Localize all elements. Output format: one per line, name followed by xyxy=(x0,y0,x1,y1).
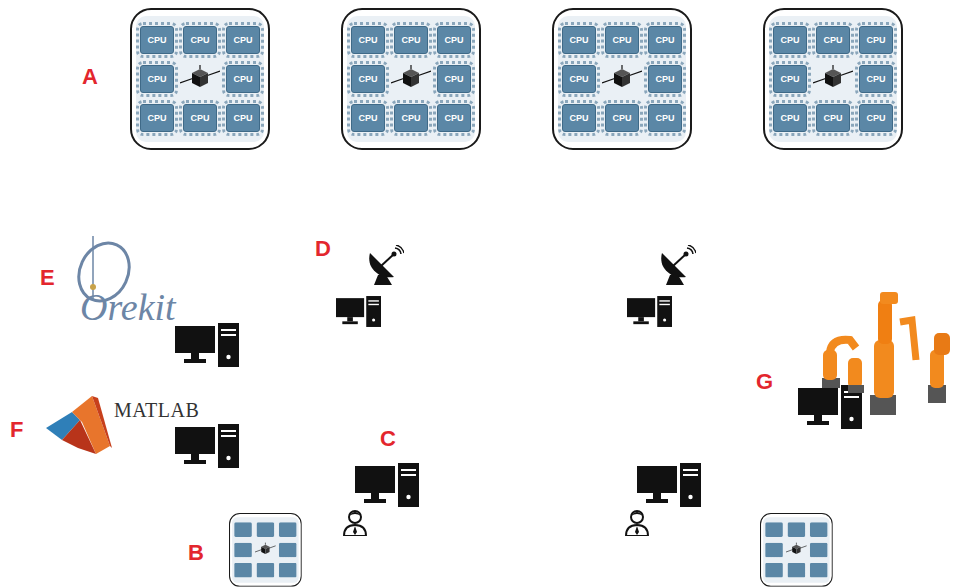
cpu-chip: CPU xyxy=(605,104,639,132)
callout-letter: D xyxy=(315,238,331,260)
chip-label: CPU xyxy=(655,74,674,84)
cpu-chip: CPU xyxy=(140,104,174,132)
cpu-chip: CPU xyxy=(351,65,385,93)
chip-label: CPU xyxy=(147,35,166,45)
cpu-chip: CPU xyxy=(773,65,807,93)
cpu-chip: CPU xyxy=(773,104,807,132)
cpu-chip: CPU xyxy=(816,26,850,54)
cpu-chip: CPU xyxy=(394,26,428,54)
chip-label: CPU xyxy=(401,35,420,45)
chip-label: CPU xyxy=(569,74,588,84)
chip-label: CPU xyxy=(569,35,588,45)
chip-label: CPU xyxy=(358,35,377,45)
chip-label: CPU xyxy=(401,113,420,123)
chip-label: CPU xyxy=(444,113,463,123)
cpu-chip: CPU xyxy=(605,26,639,54)
cpu-chip: CPU xyxy=(859,26,893,54)
chip-label: CPU xyxy=(358,74,377,84)
cpu-chip: CPU xyxy=(562,65,596,93)
cpu-chip: CPU xyxy=(648,65,682,93)
callout-letter: B xyxy=(188,542,204,564)
chip-label: CPU xyxy=(612,35,631,45)
cpu-chip: CPU xyxy=(183,26,217,54)
cpu-chip: CPU xyxy=(226,104,260,132)
chip-label: CPU xyxy=(147,74,166,84)
cpu-chip: CPU xyxy=(773,26,807,54)
chip-label: CPU xyxy=(823,113,842,123)
callout-letter: F xyxy=(10,419,23,441)
chip-label: CPU xyxy=(569,113,588,123)
cpu-chip: CPU xyxy=(351,104,385,132)
cpu-chip: CPU xyxy=(859,104,893,132)
cpu-chip: CPU xyxy=(648,104,682,132)
cpu-chip: CPU xyxy=(816,104,850,132)
cpu-chip: CPU xyxy=(351,26,385,54)
cpu-chip: CPU xyxy=(437,65,471,93)
cpu-chip: CPU xyxy=(226,26,260,54)
cpu-chip: CPU xyxy=(226,65,260,93)
chip-label: CPU xyxy=(866,35,885,45)
chip-label: CPU xyxy=(444,74,463,84)
chip-label: CPU xyxy=(655,113,674,123)
chip-label: CPU xyxy=(780,35,799,45)
chip-label: CPU xyxy=(190,113,209,123)
cpu-chip: CPU xyxy=(648,26,682,54)
chip-label: CPU xyxy=(655,35,674,45)
callout-letter: C xyxy=(380,428,396,450)
chip-label: CPU xyxy=(823,35,842,45)
chip-label: CPU xyxy=(233,74,252,84)
callout-letter: E xyxy=(40,267,55,289)
orekit-logo-text: Orekit xyxy=(80,288,176,326)
cpu-chip: CPU xyxy=(183,104,217,132)
cpu-chip: CPU xyxy=(562,104,596,132)
chip-label: CPU xyxy=(147,113,166,123)
chip-label: CPU xyxy=(190,35,209,45)
chip-label: CPU xyxy=(612,113,631,123)
chip-label: CPU xyxy=(866,74,885,84)
cpu-chip: CPU xyxy=(562,26,596,54)
chip-label: CPU xyxy=(780,74,799,84)
callout-letter: A xyxy=(82,66,98,88)
chip-label: CPU xyxy=(780,113,799,123)
chip-label: CPU xyxy=(358,113,377,123)
chip-label: CPU xyxy=(444,35,463,45)
cpu-chip: CPU xyxy=(140,65,174,93)
cpu-chip: CPU xyxy=(437,104,471,132)
cpu-chip: CPU xyxy=(859,65,893,93)
cpu-chip: CPU xyxy=(394,104,428,132)
callout-letter: G xyxy=(756,371,773,393)
chip-label: CPU xyxy=(233,35,252,45)
cpu-chip: CPU xyxy=(437,26,471,54)
chip-label: CPU xyxy=(233,113,252,123)
chip-label: CPU xyxy=(866,113,885,123)
cpu-chip: CPU xyxy=(140,26,174,54)
matlab-logo-text: MATLAB xyxy=(114,400,199,420)
